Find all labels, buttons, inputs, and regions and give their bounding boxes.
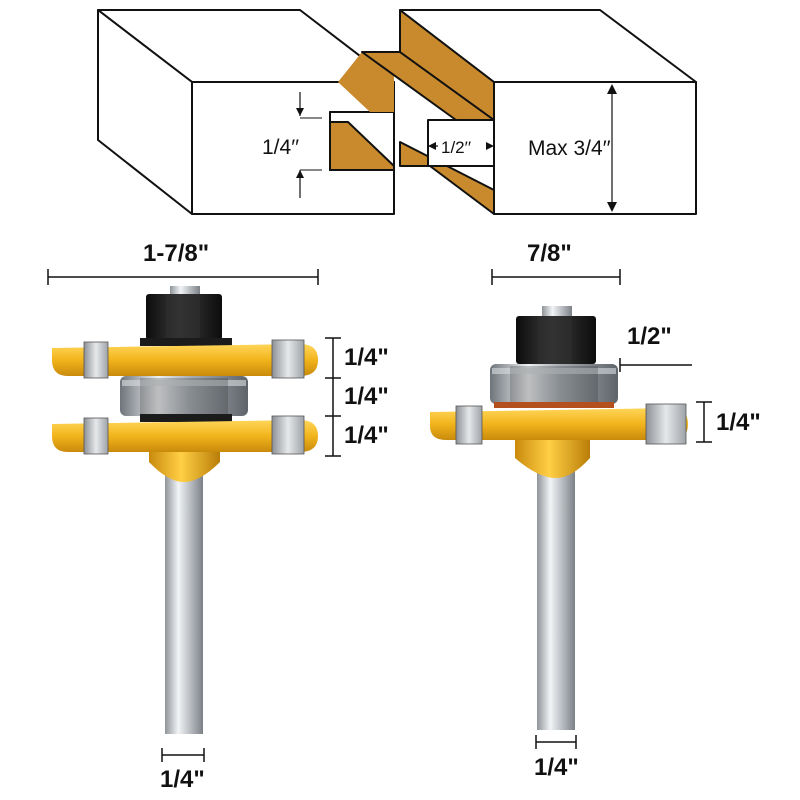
max-thickness-dimension — [607, 84, 617, 212]
grooved-block — [97, 9, 395, 215]
tongue-length-dimension — [428, 122, 495, 168]
right-diameter-label: 7/8" — [527, 240, 572, 267]
tongued-block-front-face — [493, 81, 697, 215]
left-shank-label: 1/4" — [160, 766, 205, 793]
left-height-dimensions — [325, 337, 341, 457]
left-shank — [165, 462, 203, 734]
left-shank-dimension — [161, 748, 205, 762]
left-upper-cutter — [52, 338, 318, 379]
router-bit-icon-right — [430, 269, 712, 749]
right-nut — [516, 306, 596, 364]
right-bearing — [490, 364, 618, 408]
right-shank-label: 1/4" — [534, 754, 579, 781]
right-shank-dimension — [535, 735, 577, 749]
left-nut — [146, 286, 222, 340]
left-cutter-bottom-label: 1/4" — [344, 422, 389, 449]
left-diameter-label: 1-7/8" — [143, 240, 209, 267]
left-bearing — [120, 376, 248, 416]
right-bearing-dimension — [619, 358, 692, 372]
groove-bottom-wood — [329, 121, 395, 171]
left-cutter-top-label: 1/4" — [344, 344, 389, 371]
groove-depth-dimension — [296, 92, 322, 198]
right-cutter-label: 1/4" — [716, 409, 761, 436]
tongue-length-label: 1/2′′ — [441, 138, 471, 157]
right-diameter-dimension — [491, 269, 621, 285]
groove-depth-label: 1/4′′ — [262, 136, 299, 159]
left-diameter-dimension — [47, 269, 319, 285]
wood-joint-diagram — [97, 9, 697, 215]
right-shank — [537, 462, 575, 730]
tongued-block — [361, 9, 697, 215]
right-cutter — [430, 403, 688, 445]
right-collar — [515, 438, 590, 478]
left-spacer-label: 1/4" — [344, 383, 389, 410]
max-thickness-label: Max 3/4′′ — [528, 137, 611, 160]
right-bearing-label: 1/2" — [627, 323, 672, 350]
groove-top-wood — [338, 52, 394, 112]
left-lower-cutter — [52, 414, 318, 455]
tongued-block-lower-wood — [399, 141, 495, 215]
router-bit-icon — [47, 269, 341, 762]
right-cutter-dimension — [696, 401, 712, 443]
